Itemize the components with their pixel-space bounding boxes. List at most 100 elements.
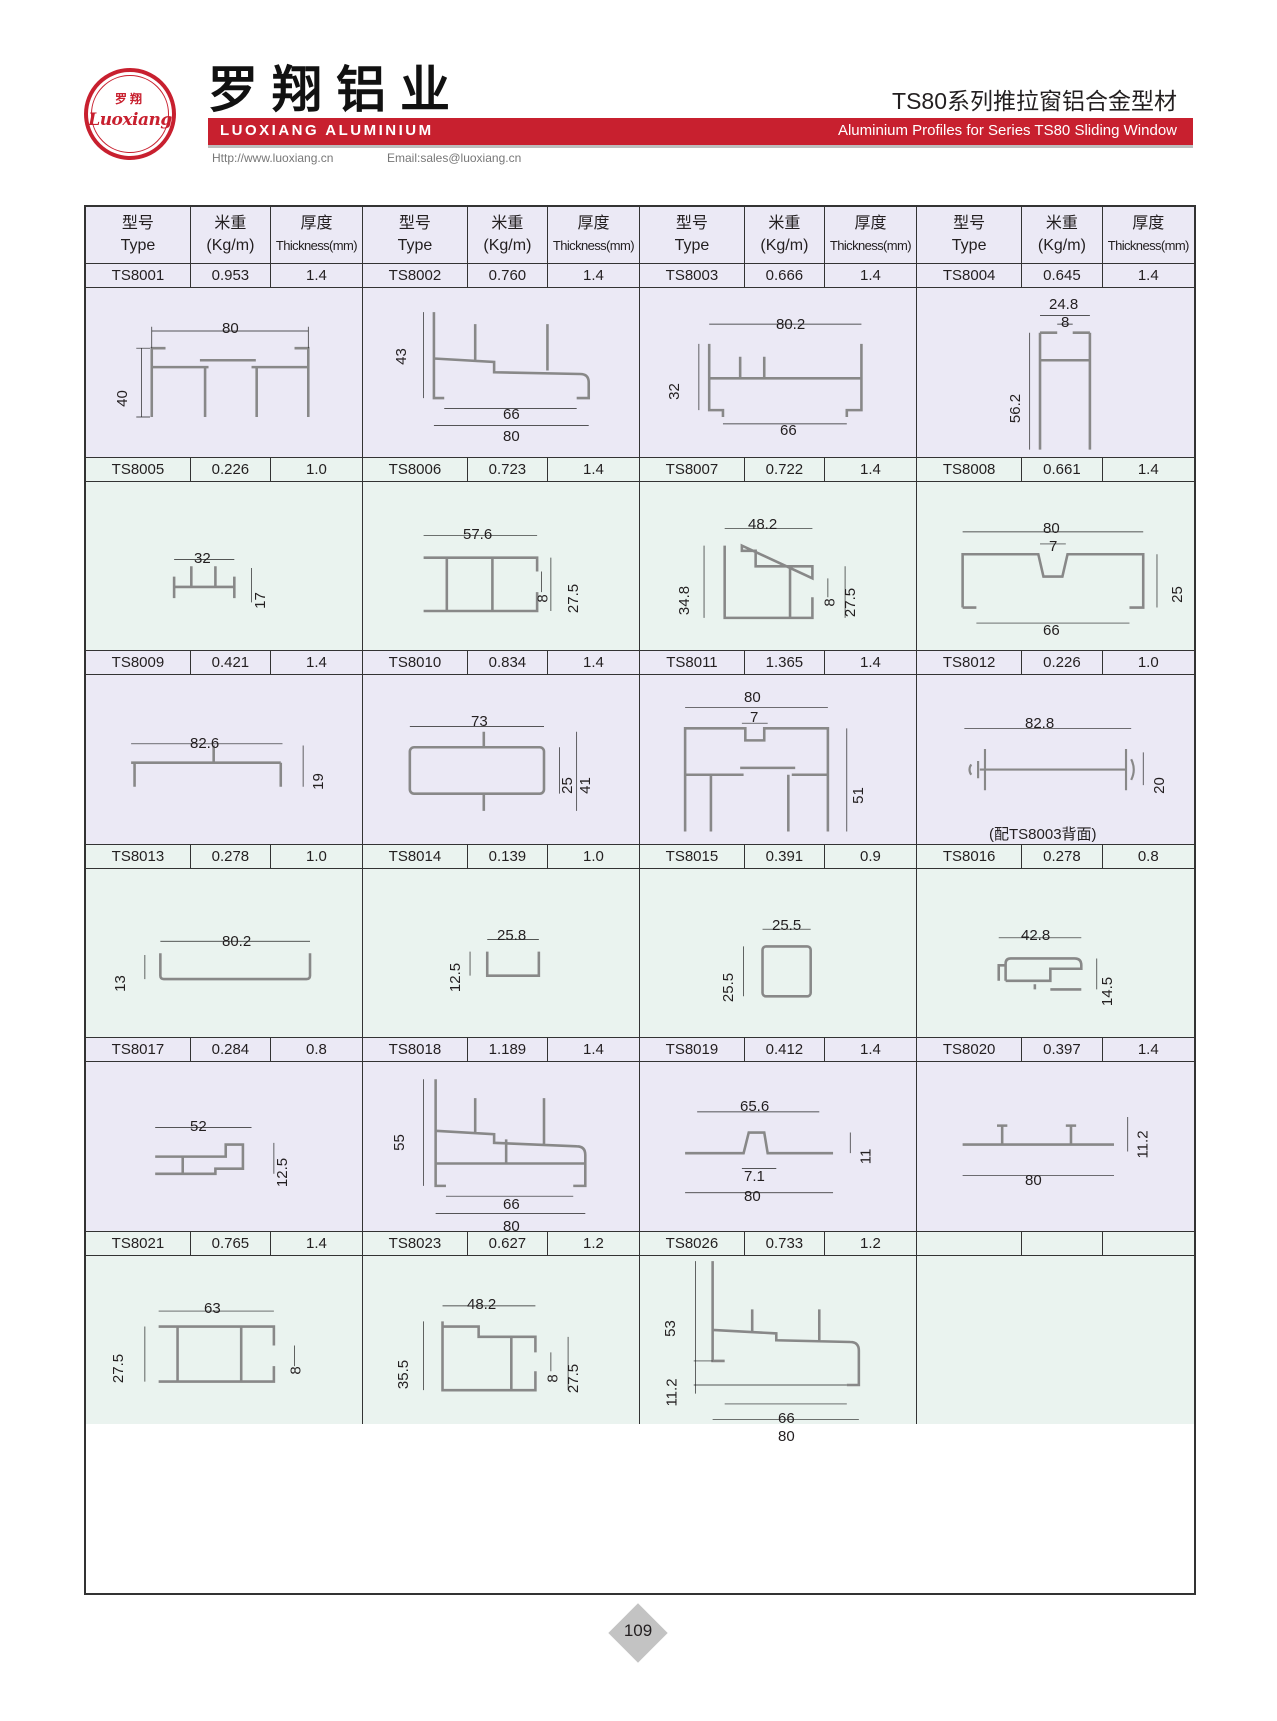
- weight-header-en: (Kg/m): [760, 237, 809, 254]
- dimension-label: 80: [744, 689, 761, 707]
- profile-weight: 0.661: [1022, 457, 1103, 481]
- profile-card-ts8012: TS8012 0.226 1.0 82.8 20 (配TS8003背面): [917, 651, 1194, 845]
- dimension-label: 82.6: [190, 735, 220, 753]
- spec-row: TS8020 0.397 1.4: [917, 1038, 1194, 1063]
- profile-drawing: 42.8 14.5: [917, 868, 1194, 1038]
- profile-thickness: 1.4: [306, 1234, 327, 1252]
- dimension-label: 25: [558, 777, 576, 794]
- profile-drawing: 73 25 41: [363, 675, 639, 844]
- profile-type: TS8013: [86, 844, 191, 868]
- profile-weight: 0.278: [191, 844, 271, 868]
- profile-drawing: 24.8 8 56.2: [917, 288, 1194, 457]
- profile-cross-section-icon: [997, 937, 1098, 991]
- dimension-label: 80: [1043, 519, 1060, 537]
- spec-row: TS8019 0.412 1.4: [640, 1038, 916, 1063]
- dimension-label: 32: [194, 549, 211, 567]
- profile-cross-section-icon: [743, 928, 812, 998]
- spec-row: TS8023 0.627 1.2: [363, 1231, 639, 1256]
- profile-drawing: 43 66 80: [363, 288, 639, 457]
- dimension-label: 52: [190, 1118, 207, 1136]
- dimension-label: 8: [534, 593, 552, 603]
- thickness-header-cn: 厚度: [1132, 215, 1165, 232]
- profile-type: TS8004: [917, 264, 1023, 287]
- weight-header-en: (Kg/m): [1037, 237, 1086, 254]
- profile-type: TS8017: [86, 1038, 191, 1062]
- dimension-label: 63: [204, 1299, 221, 1317]
- spec-row: TS8011 1.365 1.4: [640, 651, 916, 676]
- dimension-label: 12.5: [447, 962, 465, 992]
- weight-header-cn: 米重: [1045, 215, 1078, 232]
- spec-row: TS8013 0.278 1.0: [86, 844, 362, 869]
- type-header-cn: 型号: [953, 215, 986, 232]
- spec-row: TS8001 0.953 1.4: [86, 264, 362, 288]
- spec-row: TS8006 0.723 1.4: [363, 457, 639, 482]
- dimension-label: 35.5: [395, 1359, 413, 1389]
- profile-thickness: [1103, 1232, 1194, 1255]
- profile-cross-section-icon: [962, 1117, 1129, 1177]
- spec-row: TS8007 0.722 1.4: [640, 457, 916, 482]
- profile-weight: 0.723: [468, 457, 548, 481]
- profile-card-ts8018: TS8018 1.189 1.4 55 66 80: [363, 1038, 640, 1236]
- dimension-label: 19: [309, 773, 327, 790]
- page-title-en: Aluminium Profiles for Series TS80 Slidi…: [837, 122, 1177, 139]
- dimension-label: 66: [780, 422, 797, 439]
- dimension-label: 25.5: [772, 916, 802, 934]
- profile-type: TS8002: [363, 264, 468, 287]
- profile-type: TS8009: [86, 651, 191, 675]
- dimension-label: 80: [1025, 1172, 1042, 1190]
- spec-row: TS8002 0.760 1.4: [363, 264, 639, 288]
- dimension-label: 73: [471, 713, 488, 731]
- profile-cross-section-icon: [1029, 315, 1092, 450]
- profile-type: TS8018: [363, 1038, 468, 1062]
- profile-type: TS8014: [363, 844, 468, 868]
- profile-card-empty: [917, 1231, 1194, 1425]
- dimension-label: 13: [111, 974, 129, 992]
- header-red-bar: [208, 118, 1193, 145]
- profile-type: TS8023: [363, 1231, 468, 1255]
- type-header-en: Type: [951, 237, 987, 254]
- profile-thickness: 1.0: [1137, 654, 1159, 672]
- profile-weight: 0.139: [468, 844, 548, 868]
- profile-cross-section-icon: [683, 707, 848, 832]
- dimension-label: 82.8: [1025, 715, 1055, 733]
- profile-thickness: 1.4: [1137, 267, 1159, 284]
- website-link[interactable]: Http://www.luoxiang.cn: [212, 151, 334, 165]
- profile-cross-section-icon: [703, 527, 846, 619]
- profile-weight: 0.284: [191, 1038, 271, 1062]
- profile-cross-section-icon: [172, 558, 252, 602]
- thickness-header-cn: 厚度: [854, 215, 887, 232]
- profile-card-ts8020: TS8020 0.397 1.4 80 11.2: [917, 1038, 1194, 1232]
- spec-row: TS8018 1.189 1.4: [363, 1038, 639, 1063]
- profile-type: TS8015: [640, 844, 745, 868]
- profile-cross-section-icon: [136, 326, 310, 418]
- profile-type: TS8019: [640, 1038, 745, 1062]
- profile-type: TS8020: [917, 1038, 1023, 1062]
- spec-row: TS8014 0.139 1.0: [363, 844, 639, 869]
- profile-weight: 0.391: [745, 844, 825, 868]
- dimension-label: 25.8: [497, 926, 527, 944]
- profile-cross-section-icon: [685, 1111, 851, 1194]
- weight-header-en: (Kg/m): [483, 237, 532, 254]
- profile-type: TS8021: [86, 1231, 191, 1255]
- profile-thickness: 0.8: [1137, 847, 1159, 865]
- profile-card-ts8005: TS8005 0.226 1.0 32 17: [86, 457, 363, 652]
- profile-cross-section-icon: [469, 938, 541, 977]
- dimension-label: 80: [222, 320, 239, 337]
- dimension-label: 80: [503, 1218, 520, 1236]
- spec-row: TS8004 0.645 1.4: [917, 264, 1194, 288]
- profile-drawing: 63 27.5 8: [86, 1255, 362, 1425]
- profile-type: TS8010: [363, 651, 468, 675]
- profile-cross-section-icon: [961, 531, 1158, 623]
- profile-thickness: 1.4: [860, 267, 881, 284]
- dimension-label: 8: [544, 1374, 562, 1383]
- dimension-label: 80.2: [776, 316, 806, 333]
- dimension-label: 14.5: [1099, 976, 1117, 1006]
- dimension-label: 80: [503, 428, 520, 445]
- dimension-label: 7: [750, 709, 759, 727]
- email-link[interactable]: Email:sales@luoxiang.cn: [387, 151, 522, 165]
- profile-weight: [1022, 1231, 1103, 1255]
